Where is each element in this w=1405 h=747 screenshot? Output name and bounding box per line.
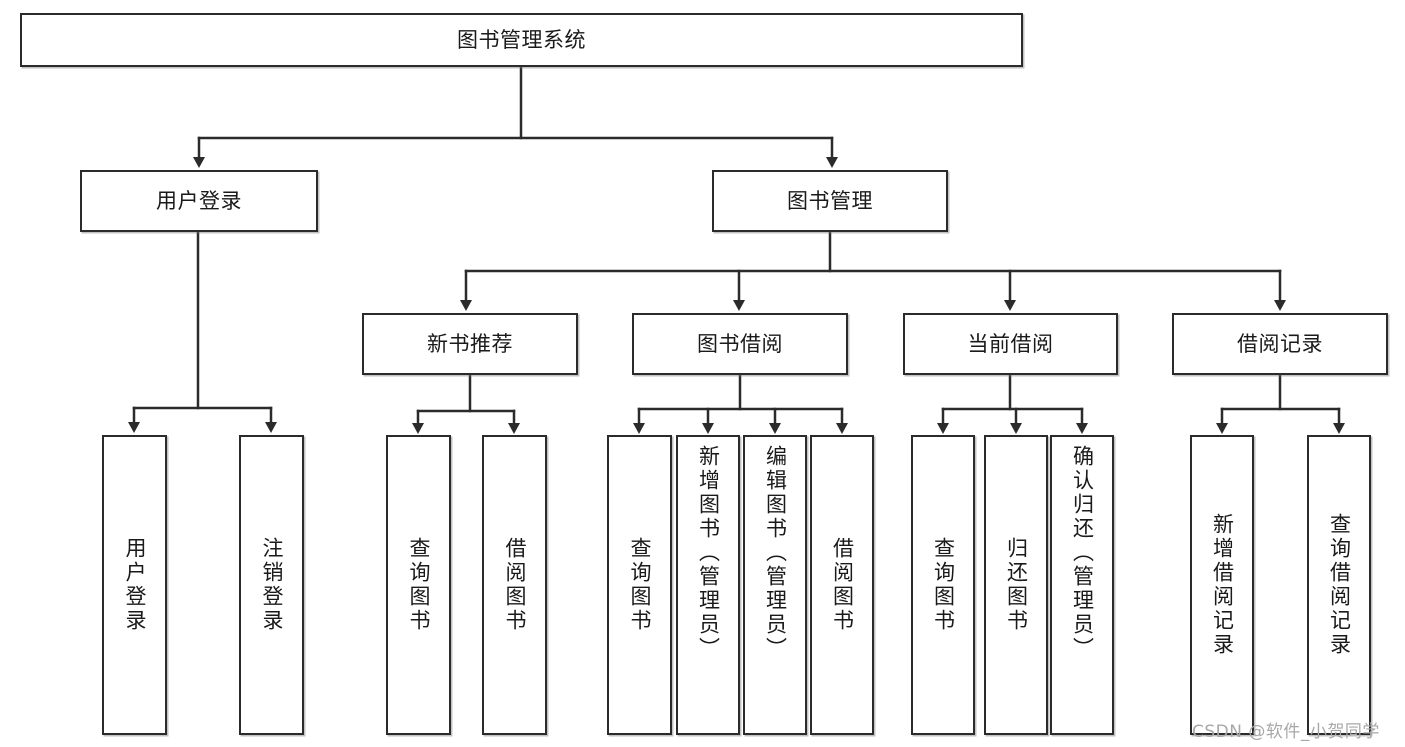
node-leaf-query-book-recommend[interactable]: 查询图书 xyxy=(386,435,451,735)
node-book-borrow[interactable]: 图书借阅 xyxy=(632,313,848,375)
node-label: 新增借阅记录 xyxy=(1210,513,1235,657)
node-leaf-logout[interactable]: 注销登录 xyxy=(239,435,304,735)
node-label: 查询图书 xyxy=(931,537,956,633)
edge-book-manage-to-level2 xyxy=(460,230,1286,311)
node-label: 图书借阅 xyxy=(697,331,783,356)
node-leaf-add-borrow-record[interactable]: 新增借阅记录 xyxy=(1190,435,1254,735)
edge-root-to-level1 xyxy=(193,65,838,168)
node-label: 借阅图书 xyxy=(830,537,855,633)
node-book-management[interactable]: 图书管理 xyxy=(712,170,948,232)
node-label: 借阅记录 xyxy=(1237,331,1323,356)
node-leaf-add-book-admin[interactable]: 新增图书（管理员） xyxy=(676,435,740,735)
node-leaf-borrow-book[interactable]: 借阅图书 xyxy=(810,435,874,735)
node-user-login[interactable]: 用户登录 xyxy=(80,170,318,232)
node-label: 用户登录 xyxy=(156,188,242,213)
node-label: 图书管理 xyxy=(787,188,873,213)
node-current-borrow[interactable]: 当前借阅 xyxy=(903,313,1118,375)
edge-user-login-to-leaves xyxy=(128,230,277,433)
node-leaf-query-book-current[interactable]: 查询图书 xyxy=(911,435,975,735)
node-label: 注销登录 xyxy=(260,537,284,633)
edge-current-borrow-to-leaves xyxy=(937,373,1088,434)
edge-new-book-recommend-to-leaves xyxy=(412,373,520,434)
node-label: 借阅图书 xyxy=(503,537,527,633)
node-leaf-borrow-book-recommend[interactable]: 借阅图书 xyxy=(482,435,547,735)
node-label: 确认归还（管理员） xyxy=(1070,445,1095,661)
node-label: 编辑图书（管理员） xyxy=(763,445,788,661)
node-leaf-user-login[interactable]: 用户登录 xyxy=(102,435,167,735)
node-label: 查询图书 xyxy=(407,537,431,633)
node-label: 新增图书（管理员） xyxy=(696,445,721,661)
node-leaf-confirm-return-admin[interactable]: 确认归还（管理员） xyxy=(1050,435,1114,735)
node-new-book-recommend[interactable]: 新书推荐 xyxy=(362,313,578,375)
edge-book-borrow-to-leaves xyxy=(633,373,848,434)
node-leaf-query-book-borrow[interactable]: 查询图书 xyxy=(607,435,672,735)
node-label: 图书管理系统 xyxy=(457,27,586,52)
node-label: 用户登录 xyxy=(123,537,147,633)
node-leaf-query-borrow-record[interactable]: 查询借阅记录 xyxy=(1307,435,1371,735)
node-label: 当前借阅 xyxy=(967,331,1054,356)
node-label: 查询借阅记录 xyxy=(1327,513,1352,657)
node-label: 归还图书 xyxy=(1004,537,1029,633)
node-leaf-edit-book-admin[interactable]: 编辑图书（管理员） xyxy=(743,435,807,735)
node-leaf-return-book[interactable]: 归还图书 xyxy=(984,435,1048,735)
node-label: 查询图书 xyxy=(628,537,652,633)
edge-borrow-record-to-leaves xyxy=(1216,373,1345,434)
node-label: 新书推荐 xyxy=(427,331,513,356)
node-borrow-record[interactable]: 借阅记录 xyxy=(1172,313,1388,375)
node-book-management-system[interactable]: 图书管理系统 xyxy=(20,13,1023,67)
